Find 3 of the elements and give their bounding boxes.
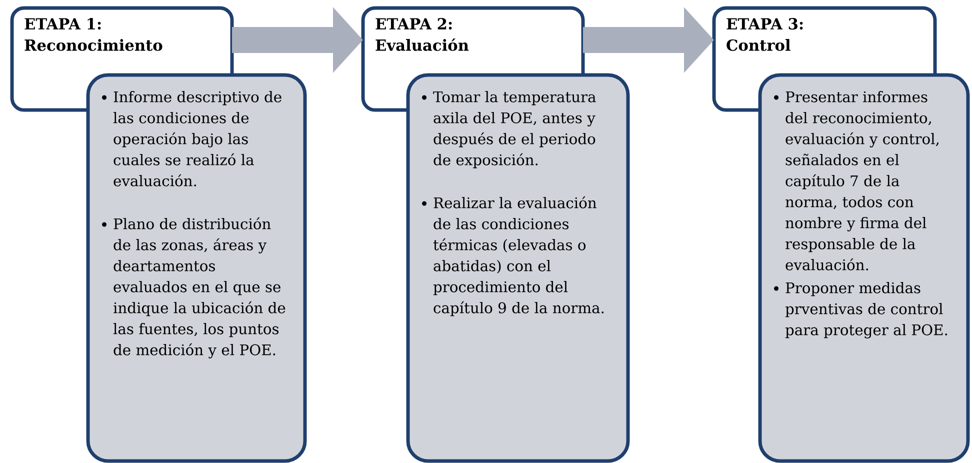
detail-box: Presentar informes del reconocimiento, evaluación y control, señalados en el capítulo 7 de la norma, todos con nombre y firma del responsable de la evaluación. Proponer medidas prventivas de control para proteger al POE. [758, 73, 970, 463]
detail-box: Informe descriptivo de las condiciones de operación bajo las cuales se realizó la evaluación. Plano de distribución de las zonas, áreas y deartamentos evaluados en el que se indique la ubicación de las fuentes, los puntos de medición y el POE. [86, 73, 307, 463]
detail-box: Tomar la temperatura axila del POE, antes y después de el periodo de exposición. Realizar la evaluación de las condiciones térmicas (elevadas o abatidas) con el procedimiento del capítulo 9 de la norma. [406, 73, 630, 463]
